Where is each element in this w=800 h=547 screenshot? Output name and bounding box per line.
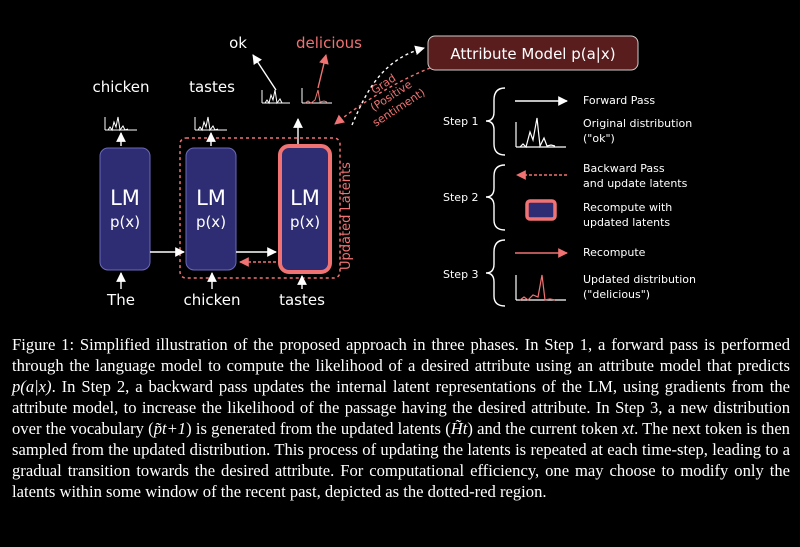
arrow-to-attribute-model (351, 45, 425, 126)
distribution-icon (261, 89, 290, 105)
legend-updated-text-1: Updated distribution (583, 273, 696, 286)
arrow-grad (334, 67, 431, 125)
legend-original-text-1: Original distribution (583, 117, 692, 130)
legend-recompute-box (525, 199, 557, 221)
output-token-ok: ok (229, 34, 247, 52)
legend-updated-text-2: ("delicious") (583, 288, 650, 301)
lm-block-2: LM p(x) (185, 147, 237, 271)
brace-step3 (485, 239, 506, 307)
legend-recompute-text-2: updated latents (583, 216, 670, 229)
math-p-a-given-x: p(a|x) (12, 377, 52, 396)
brace-step2 (485, 164, 506, 231)
lm-subtitle: p(x) (110, 213, 140, 231)
distribution-icon (104, 116, 137, 132)
attribute-model-label: Attribute Model p(a|x) (450, 45, 615, 63)
legend-backward-text-2: and update latents (583, 177, 688, 190)
lm-subtitle: p(x) (196, 213, 226, 231)
step3-label: Step 3 (443, 268, 479, 281)
math-h-tilde: H̃t (450, 419, 468, 438)
latent-window-region (179, 137, 341, 279)
lm-title: LM (110, 186, 140, 210)
legend-recompute-label: Recompute (583, 246, 646, 259)
output-token-delicious: delicious (296, 34, 362, 52)
updated-latents-label: Updated Latents (339, 162, 354, 270)
pplm-diagram: LM p(x) LM p(x) LM p(x) The chicken tast… (92, 34, 696, 309)
lm-block-3: LM p(x) (278, 144, 332, 274)
output-token-chicken: chicken (92, 78, 149, 96)
brace-step1 (485, 87, 506, 156)
legend-original-distribution (515, 117, 566, 149)
math-x-t: xt (622, 419, 635, 438)
distribution-icon (194, 116, 227, 132)
legend-backward-text-1: Backward Pass (583, 162, 665, 175)
legend-updated-distribution (515, 274, 566, 301)
lm-subtitle: p(x) (290, 213, 320, 231)
lm-title: LM (196, 186, 226, 210)
arrow-to-delicious (317, 54, 329, 89)
lm-title: LM (290, 186, 320, 210)
lm-block-1: LM p(x) (99, 147, 151, 271)
legend-original-text-2: ("ok") (583, 132, 615, 145)
input-token-tastes: tastes (279, 291, 325, 309)
arrow-to-ok (252, 54, 277, 91)
legend-recompute-text-1: Recompute with (583, 201, 672, 214)
input-token-the: The (106, 291, 135, 309)
step1-label: Step 1 (443, 115, 479, 128)
distribution-icon-updated (301, 88, 332, 104)
step2-label: Step 2 (443, 191, 479, 204)
attribute-model-box: Attribute Model p(a|x) (427, 35, 639, 71)
figure-caption: Figure 1: Simplified illustration of the… (12, 335, 790, 501)
output-token-tastes: tastes (189, 78, 235, 96)
input-token-chicken: chicken (183, 291, 240, 309)
math-p-tilde: p̃t+1 (153, 419, 187, 438)
legend-forward-text: Forward Pass (583, 94, 655, 107)
